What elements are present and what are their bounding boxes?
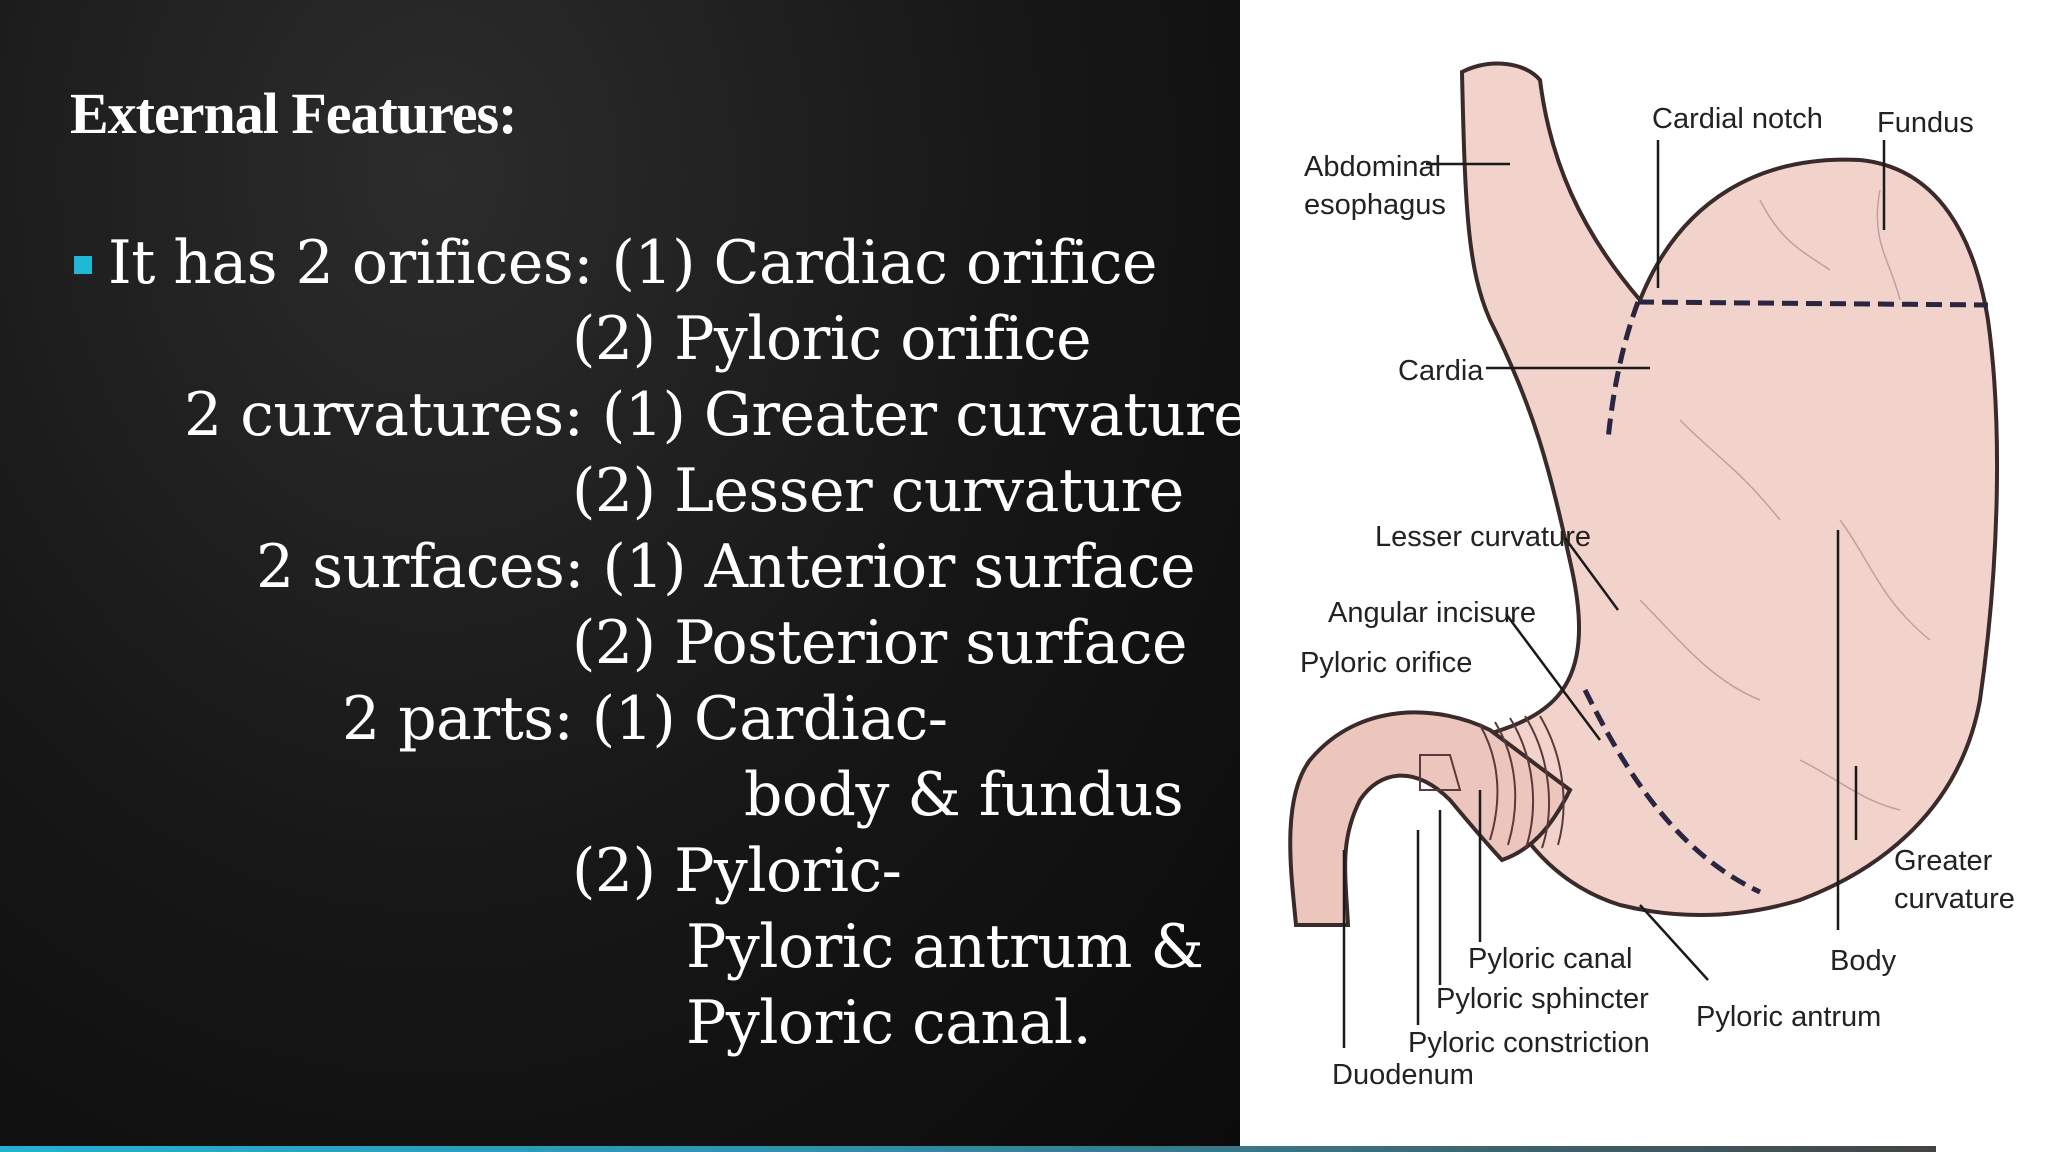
stomach-figure-panel: Abdominal esophagus Cardial notch Fundus…	[1240, 0, 2048, 1152]
label-curvature: curvature	[1894, 883, 2015, 915]
pyloric-orifice-line: (2) Pyloric orifice	[572, 304, 1092, 374]
posterior-surface-line: (2) Posterior surface	[572, 608, 1188, 678]
pyloric-canal-line: Pyloric canal.	[686, 988, 1092, 1058]
label-lesser-curvature: Lesser curvature	[1375, 521, 1591, 553]
leader-lines	[1342, 140, 1886, 1048]
curvatures-line: 2 curvatures: (1) Greater curvature	[184, 380, 1249, 450]
dashed-boundaries	[1582, 299, 1989, 895]
pyloric-folds	[1419, 715, 1565, 849]
label-fundus: Fundus	[1877, 107, 1974, 139]
label-cardia: Cardia	[1398, 355, 1484, 387]
label-pyloric-antrum: Pyloric antrum	[1696, 1001, 1881, 1033]
label-cardial-notch: Cardial notch	[1652, 103, 1823, 135]
slide-title: External Features:	[70, 81, 517, 146]
label-esophagus: esophagus	[1304, 189, 1446, 221]
label-pyloric-sphincter: Pyloric sphincter	[1436, 983, 1649, 1015]
body-fundus-line: body & fundus	[744, 760, 1184, 830]
vessel-texture	[1639, 189, 1931, 811]
label-pyloric-canal: Pyloric canal	[1468, 943, 1632, 975]
lesser-curvature-line: (2) Lesser curvature	[572, 456, 1184, 526]
label-angular-incisure: Angular incisure	[1328, 597, 1536, 629]
accent-bottom-bar	[0, 1146, 1936, 1152]
label-abdominal: Abdominal	[1304, 151, 1441, 183]
duodenum-shape	[1288, 710, 1573, 927]
label-pyloric-constriction: Pyloric constriction	[1408, 1027, 1650, 1059]
label-duodenum: Duodenum	[1332, 1059, 1474, 1091]
stomach-diagram: Abdominal esophagus Cardial notch Fundus…	[1280, 55, 2015, 1091]
surfaces-line: 2 surfaces: (1) Anterior surface	[256, 532, 1196, 602]
parts-line: 2 parts: (1) Cardiac-	[342, 684, 948, 754]
label-greater: Greater	[1894, 845, 1993, 877]
label-pyloric-orifice: Pyloric orifice	[1300, 647, 1472, 679]
text-panel: External Features: It has 2 orifices: (1…	[0, 0, 1240, 1152]
pyloric-part-line: (2) Pyloric-	[572, 836, 902, 906]
orifices-line: It has 2 orifices: (1) Cardiac orifice	[108, 228, 1157, 298]
bullet-square-icon	[74, 256, 92, 274]
pyloric-antrum-line: Pyloric antrum &	[686, 912, 1204, 982]
label-body: Body	[1830, 945, 1897, 977]
